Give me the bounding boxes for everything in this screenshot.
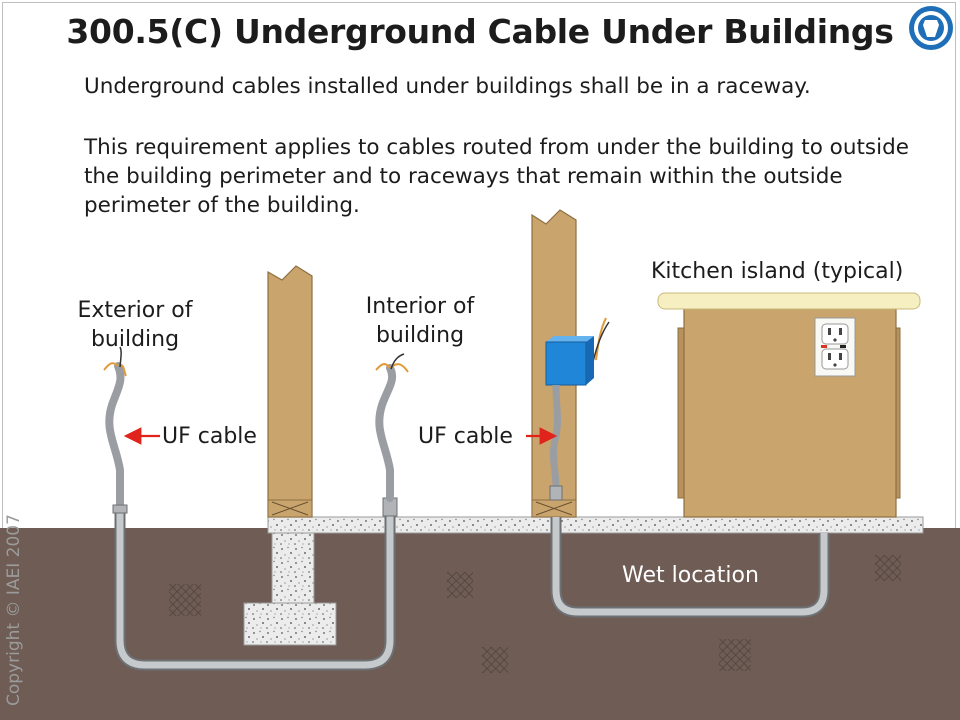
label-interior: Interior of building — [365, 294, 475, 348]
label-uf-cable-right: UF cable — [418, 424, 513, 449]
conduit-under-building — [112, 497, 398, 671]
label-kitchen-island: Kitchen island (typical) — [651, 259, 904, 284]
copyright-notice: Copyright © IAEI 2007 — [4, 514, 24, 706]
uf-cable-exterior — [103, 346, 127, 509]
iaei-seal-icon — [909, 6, 953, 50]
soil-ground — [0, 528, 960, 720]
concrete-footing — [243, 532, 337, 646]
label-uf-cable-left: UF cable — [162, 424, 257, 449]
conduit-wet-location — [550, 517, 830, 618]
junction-box-icon — [545, 317, 610, 386]
wall-stud-left — [267, 265, 313, 518]
requirement-text: Underground cables installed under build… — [84, 74, 811, 99]
duplex-receptacle-icon — [814, 317, 856, 377]
page-title: 300.5(C) Underground Cable Under Buildin… — [66, 12, 894, 51]
applies-text: This requirement applies to cables route… — [84, 135, 909, 218]
uf-cable-interior — [375, 353, 409, 502]
soil-texture-marks — [169, 555, 901, 673]
label-exterior: Exterior of building — [77, 298, 193, 352]
kitchen-island — [657, 292, 921, 518]
label-wet-location: Wet location — [622, 563, 759, 588]
concrete-slab — [267, 516, 924, 534]
